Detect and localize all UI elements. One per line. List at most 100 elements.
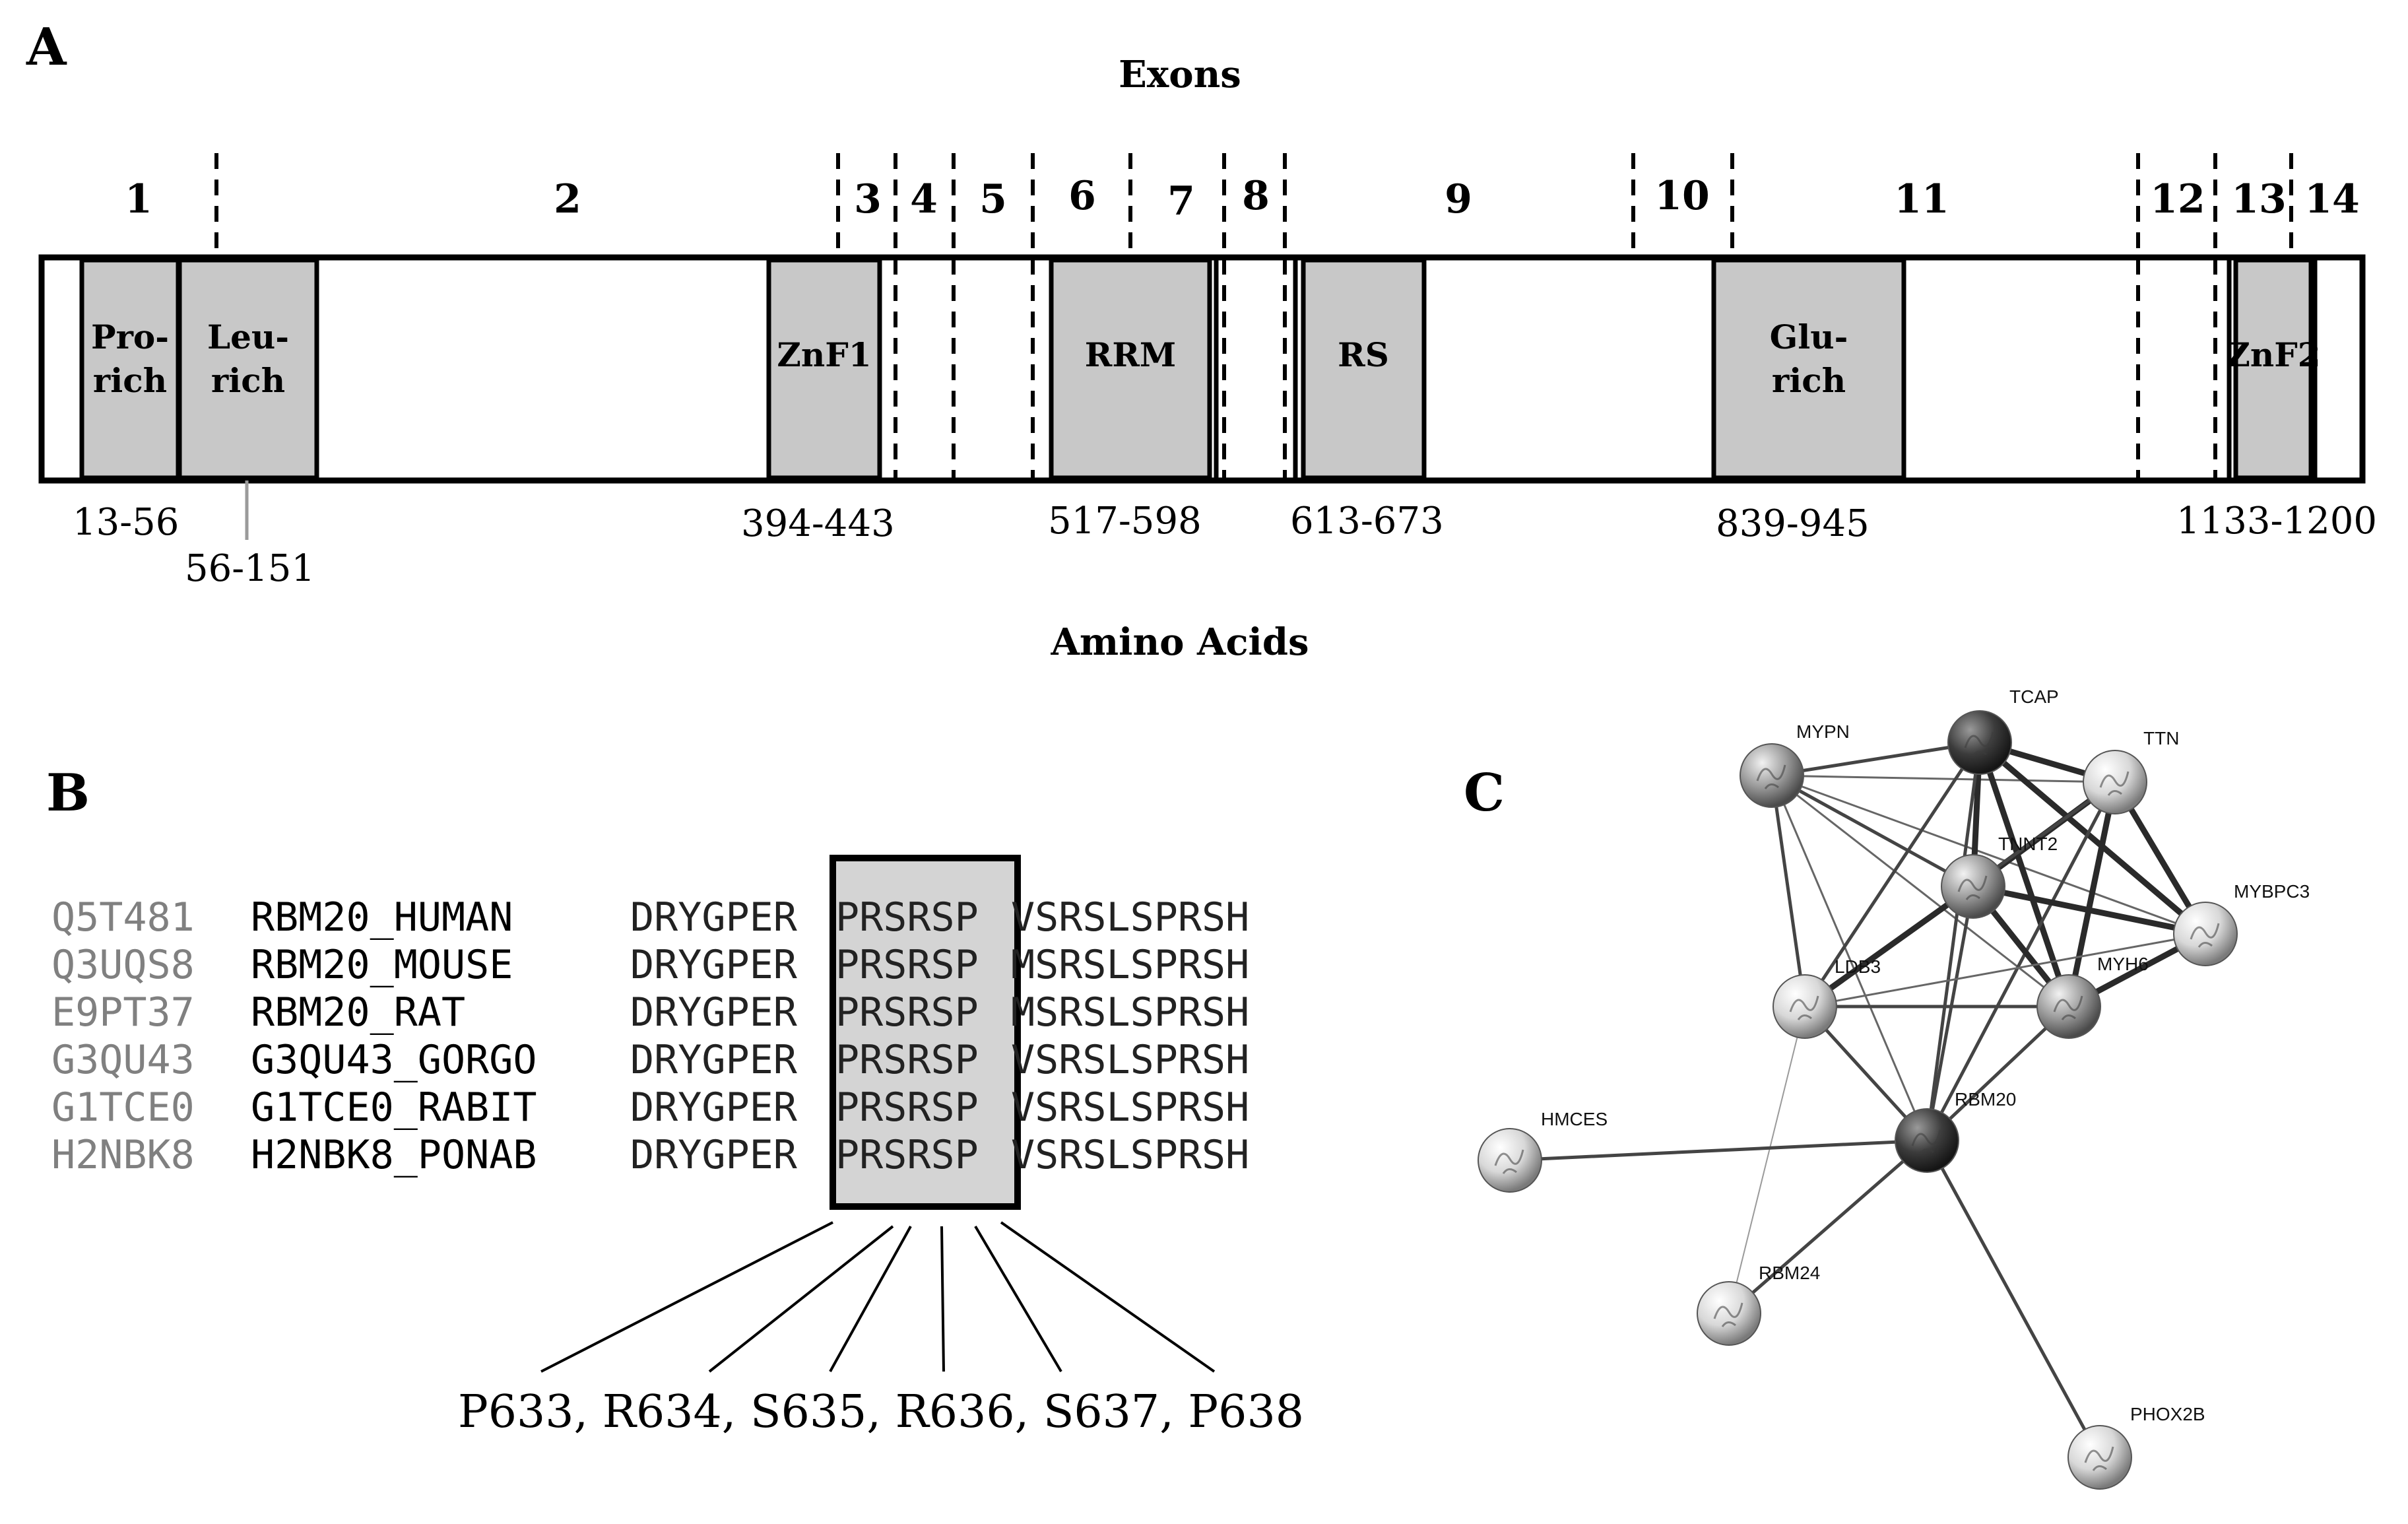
node-tnnt2[interactable]: TNNT2 xyxy=(1941,834,2058,919)
node-myh6[interactable]: MYH6 xyxy=(2036,954,2149,1039)
alignment-table: Q5T481 RBM20_HUMAN DRYGPER PRSRSP VSRSLS… xyxy=(51,894,1249,1178)
node-label: MYBPC3 xyxy=(2234,881,2310,902)
node-label: LDB3 xyxy=(1835,956,1881,977)
alignment-row: E9PT37 RBM20_RAT DRYGPER PRSRSP MSRSLSPR… xyxy=(51,989,1249,1036)
sequence-left: DRYGPER xyxy=(630,1037,798,1083)
sequence-left: DRYGPER xyxy=(630,1132,798,1178)
domain-label-glu-rich-2: rich xyxy=(1772,361,1846,400)
entry-name: RBM20_MOUSE xyxy=(251,942,513,988)
accession: Q3UQS8 xyxy=(51,942,195,988)
sequence-box: PRSRSP xyxy=(835,989,979,1036)
edge-tcap-ldb3 xyxy=(1803,741,1982,1008)
alignment-row: H2NBK8 H2NBK8_PONAB DRYGPER PRSRSP VSRSL… xyxy=(51,1132,1249,1178)
node-mypn[interactable]: MYPN xyxy=(1740,721,1850,808)
structure-glyph xyxy=(2190,923,2220,948)
panel-b-label: B xyxy=(46,763,90,823)
panel-b: B Q5T481 RBM20_HUMAN DRYGPER PRSRSP VSRS… xyxy=(46,763,1304,1438)
exon-label-10: 10 xyxy=(1654,173,1710,219)
node-ttn[interactable]: TTN xyxy=(2083,728,2179,814)
domain-label-pro-rich-2: rich xyxy=(93,361,167,400)
residue-pointer-lines xyxy=(540,1221,1216,1373)
segment-dividers xyxy=(1214,257,2318,480)
exon-label-5: 5 xyxy=(979,176,1007,222)
edge-tcap-mybpc3 xyxy=(1978,740,2207,937)
amino-acids-title: Amino Acids xyxy=(1050,620,1309,664)
edge-tnnt2-rbm20 xyxy=(1925,886,1975,1141)
entry-name: RBM20_HUMAN xyxy=(251,894,513,941)
edge-tnnt2-ldb3 xyxy=(1803,884,1975,1009)
exon-label-13: 13 xyxy=(2231,176,2287,222)
domain-box-pro-rich xyxy=(79,257,181,480)
domain-label-znf1: ZnF1 xyxy=(777,335,871,374)
range-rrm: 517-598 xyxy=(1048,500,1202,543)
node-ldb3[interactable]: LDB3 xyxy=(1773,956,1881,1039)
exon-labels: 1 2 3 4 5 6 7 8 9 10 11 12 13 14 xyxy=(125,173,2360,224)
pointer-line xyxy=(708,1225,894,1373)
pointer-line xyxy=(829,1226,912,1372)
edge-ttn-myh6 xyxy=(2066,781,2118,1007)
panel-a: A Exons 1 2 3 4 5 6 7 8 9 10 11 12 13 14 xyxy=(26,17,2377,664)
domain-label-leu-rich-2: rich xyxy=(211,361,285,400)
sequence-right: VSRSLSPRSH xyxy=(1011,1084,1249,1131)
entry-name: G1TCE0_RABIT xyxy=(251,1084,537,1131)
structure-glyph xyxy=(1494,1149,1524,1174)
domain-label-glu-rich: Glu- xyxy=(1770,317,1848,356)
structure-glyph xyxy=(2099,771,2130,796)
structure-glyph xyxy=(1789,995,1819,1020)
exon-label-7: 7 xyxy=(1167,178,1195,224)
exon-label-3: 3 xyxy=(854,176,882,222)
structure-glyph xyxy=(1964,731,1994,756)
node-label: TNNT2 xyxy=(1998,834,2058,854)
node-mybpc3[interactable]: MYBPC3 xyxy=(2173,881,2310,966)
sequence-left: DRYGPER xyxy=(630,989,798,1036)
sequence-right: VSRSLSPRSH xyxy=(1011,894,1249,941)
accession: E9PT37 xyxy=(51,989,195,1036)
range-glu-rich: 839-945 xyxy=(1716,502,1870,545)
range-znf2: 1133-1200 xyxy=(2176,500,2377,543)
edge-mypn-tnnt2 xyxy=(1771,774,1974,888)
node-rbm24[interactable]: RBM24 xyxy=(1697,1263,1820,1346)
edge-mypn-rbm20 xyxy=(1771,775,1928,1141)
range-leu-rich: 56-151 xyxy=(185,547,315,590)
exon-label-2: 2 xyxy=(554,176,581,222)
entry-name: H2NBK8_PONAB xyxy=(251,1132,537,1178)
panel-c-label: C xyxy=(1464,763,1505,823)
structure-glyph xyxy=(2053,995,2083,1020)
pointer-line xyxy=(940,1226,945,1372)
exon-label-12: 12 xyxy=(2150,176,2205,222)
structure-glyph xyxy=(1713,1302,1743,1327)
edge-myh6-rbm20 xyxy=(1926,1005,2070,1142)
alignment-row: G1TCE0 G1TCE0_RABIT DRYGPER PRSRSP VSRSL… xyxy=(51,1084,1249,1131)
node-label: PHOX2B xyxy=(2130,1404,2205,1424)
node-phox2b[interactable]: PHOX2B xyxy=(2067,1404,2205,1490)
motif-highlight-box xyxy=(830,855,1021,1210)
alignment-row: Q5T481 RBM20_HUMAN DRYGPER PRSRSP VSRSLS… xyxy=(51,894,1249,941)
domain-labels: Pro- rich Leu- rich ZnF1 RRM RS Glu- ric… xyxy=(91,317,2321,400)
node-rbm20[interactable]: RBM20 xyxy=(1895,1089,2016,1173)
sequence-box: PRSRSP xyxy=(835,1037,979,1083)
edge-ldb3-rbm24 xyxy=(1728,1006,1806,1314)
domain-boxes xyxy=(79,257,2314,480)
node-tcap[interactable]: TCAP xyxy=(1947,686,2059,775)
protein-bar xyxy=(38,254,2366,484)
domain-label-pro-rich: Pro- xyxy=(91,317,169,356)
node-label: TCAP xyxy=(2009,686,2059,707)
edge-mypn-ttn xyxy=(1771,774,2116,783)
edge-mybpc3-ldb3 xyxy=(1804,933,2206,1008)
node-label: MYH6 xyxy=(2097,954,2149,974)
node-label: RBM24 xyxy=(1759,1263,1820,1283)
accession: G3QU43 xyxy=(51,1037,195,1083)
range-znf1: 394-443 xyxy=(741,502,895,545)
exon-label-4: 4 xyxy=(910,176,938,222)
network-edges xyxy=(1509,739,2208,1459)
exon-label-6: 6 xyxy=(1068,173,1096,219)
edge-tcap-myh6 xyxy=(1976,741,2072,1008)
exon-label-9: 9 xyxy=(1445,176,1472,222)
exon-label-11: 11 xyxy=(1894,176,1949,222)
edge-mypn-tcap xyxy=(1771,741,1980,778)
exons-title: Exons xyxy=(1119,53,1241,96)
node-hmces[interactable]: HMCES xyxy=(1478,1109,1608,1193)
sequence-left: DRYGPER xyxy=(630,894,798,941)
